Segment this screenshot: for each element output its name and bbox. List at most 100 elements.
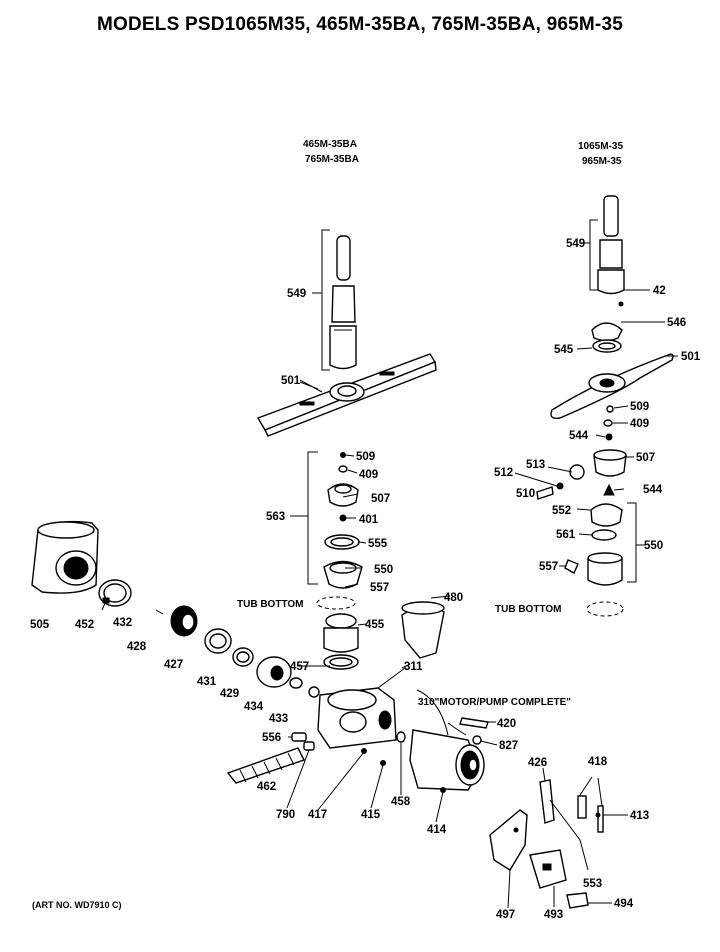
left-hub-assembly-563	[290, 451, 363, 589]
nut-434	[289, 677, 303, 689]
part-556: 556	[262, 732, 281, 744]
drain-hose-462	[226, 747, 305, 784]
fitting-790	[303, 741, 315, 751]
part-418: 418	[588, 756, 608, 768]
right-tub-bottom-ring	[586, 601, 624, 617]
part-458: 458	[391, 796, 411, 808]
part-550-left: 550	[374, 564, 393, 576]
brackets-418	[577, 776, 604, 833]
part-790: 790	[276, 809, 295, 821]
left-tub-bottom-ring	[316, 596, 356, 610]
wire-553	[549, 799, 589, 871]
cover-429	[256, 656, 292, 688]
part-513: 513	[526, 459, 545, 471]
right-group-model-1: 1065M-35	[578, 141, 623, 152]
part-429: 429	[220, 688, 239, 700]
part-544-lower: 544	[643, 484, 663, 496]
right-spray-arm-501	[550, 322, 674, 441]
screw-415	[380, 760, 386, 766]
part-555: 555	[368, 538, 388, 550]
part-501-right: 501	[681, 351, 701, 363]
left-spray-arm-501	[256, 353, 437, 437]
part-413: 413	[630, 810, 649, 822]
part-501-left: 501	[281, 375, 301, 387]
clip-420	[459, 717, 489, 729]
nut-433	[308, 686, 320, 698]
impeller-428	[155, 605, 198, 637]
part-426: 426	[528, 757, 547, 769]
part-827: 827	[499, 740, 518, 752]
fitting-556	[291, 732, 307, 742]
part-428: 428	[127, 641, 147, 653]
right-hub-assembly-550	[536, 449, 646, 586]
part-512: 512	[494, 467, 513, 479]
pump-body-311	[317, 667, 406, 749]
part-509-right: 509	[630, 401, 649, 413]
part-427: 427	[164, 659, 183, 671]
mount-497	[489, 809, 528, 871]
part-420: 420	[497, 718, 516, 730]
page-title: MODELS PSD1065M35, 465M-35BA, 765M-35BA,…	[97, 14, 623, 35]
conduit-480	[401, 601, 445, 659]
part-434: 434	[244, 701, 264, 713]
screw-414	[440, 787, 446, 793]
part-549-left: 549	[287, 288, 306, 300]
part-number-labels: 549 501 509 409 507 563 401 555 550 557 …	[30, 238, 701, 921]
part-401: 401	[359, 514, 379, 526]
part-415: 415	[361, 809, 381, 821]
part-557-left: 557	[370, 582, 389, 594]
left-group-model-2: 765M-35BA	[305, 154, 359, 165]
part-409-left: 409	[359, 469, 378, 481]
clamp-452	[98, 579, 132, 607]
motor-pump-complete-label: 310"MOTOR/PUMP COMPLETE"	[418, 697, 571, 708]
clip-494	[566, 892, 589, 909]
sump-housing-505	[31, 520, 99, 594]
part-457: 457	[290, 661, 309, 673]
art-number: (ART NO. WD7910 C)	[32, 900, 122, 910]
part-505: 505	[30, 619, 50, 631]
leader-lines	[101, 289, 678, 909]
tub-bottom-left: TUB BOTTOM	[237, 599, 303, 610]
right-tube-549	[580, 195, 625, 307]
screw-417	[361, 748, 367, 754]
pump-stack-455	[323, 613, 359, 670]
part-544-upper: 544	[569, 430, 589, 442]
left-tube-549	[312, 229, 357, 371]
part-549-right: 549	[566, 238, 585, 250]
part-455: 455	[365, 619, 385, 631]
bolt-458	[396, 731, 406, 743]
part-545: 545	[554, 344, 574, 356]
part-497: 497	[496, 909, 515, 921]
part-417: 417	[308, 809, 327, 821]
left-group-model-1: 465M-35BA	[303, 139, 357, 150]
right-group-model-2: 965M-35	[582, 156, 622, 167]
bracket-426	[539, 779, 555, 824]
part-509-left: 509	[356, 451, 375, 463]
tub-bottom-right: TUB BOTTOM	[495, 604, 561, 615]
part-510: 510	[516, 488, 535, 500]
part-494: 494	[614, 898, 634, 910]
part-507-left: 507	[371, 493, 390, 505]
part-546: 546	[667, 317, 686, 329]
part-452: 452	[75, 619, 94, 631]
part-553: 553	[583, 878, 602, 890]
part-311: 311	[404, 661, 423, 673]
part-42: 42	[653, 285, 666, 297]
part-563: 563	[266, 511, 285, 523]
part-557-right: 557	[539, 561, 558, 573]
part-462: 462	[257, 781, 276, 793]
part-431: 431	[197, 676, 217, 688]
part-550-right: 550	[644, 540, 663, 552]
motor-310	[409, 689, 485, 791]
part-432: 432	[113, 617, 132, 629]
part-507-right: 507	[636, 452, 655, 464]
ring-431	[232, 647, 254, 667]
part-561: 561	[556, 529, 576, 541]
part-552: 552	[552, 505, 571, 517]
part-433: 433	[269, 713, 288, 725]
ring-427	[204, 628, 232, 654]
part-409-right: 409	[630, 418, 649, 430]
bracket-493	[529, 849, 567, 889]
part-414: 414	[427, 824, 447, 836]
